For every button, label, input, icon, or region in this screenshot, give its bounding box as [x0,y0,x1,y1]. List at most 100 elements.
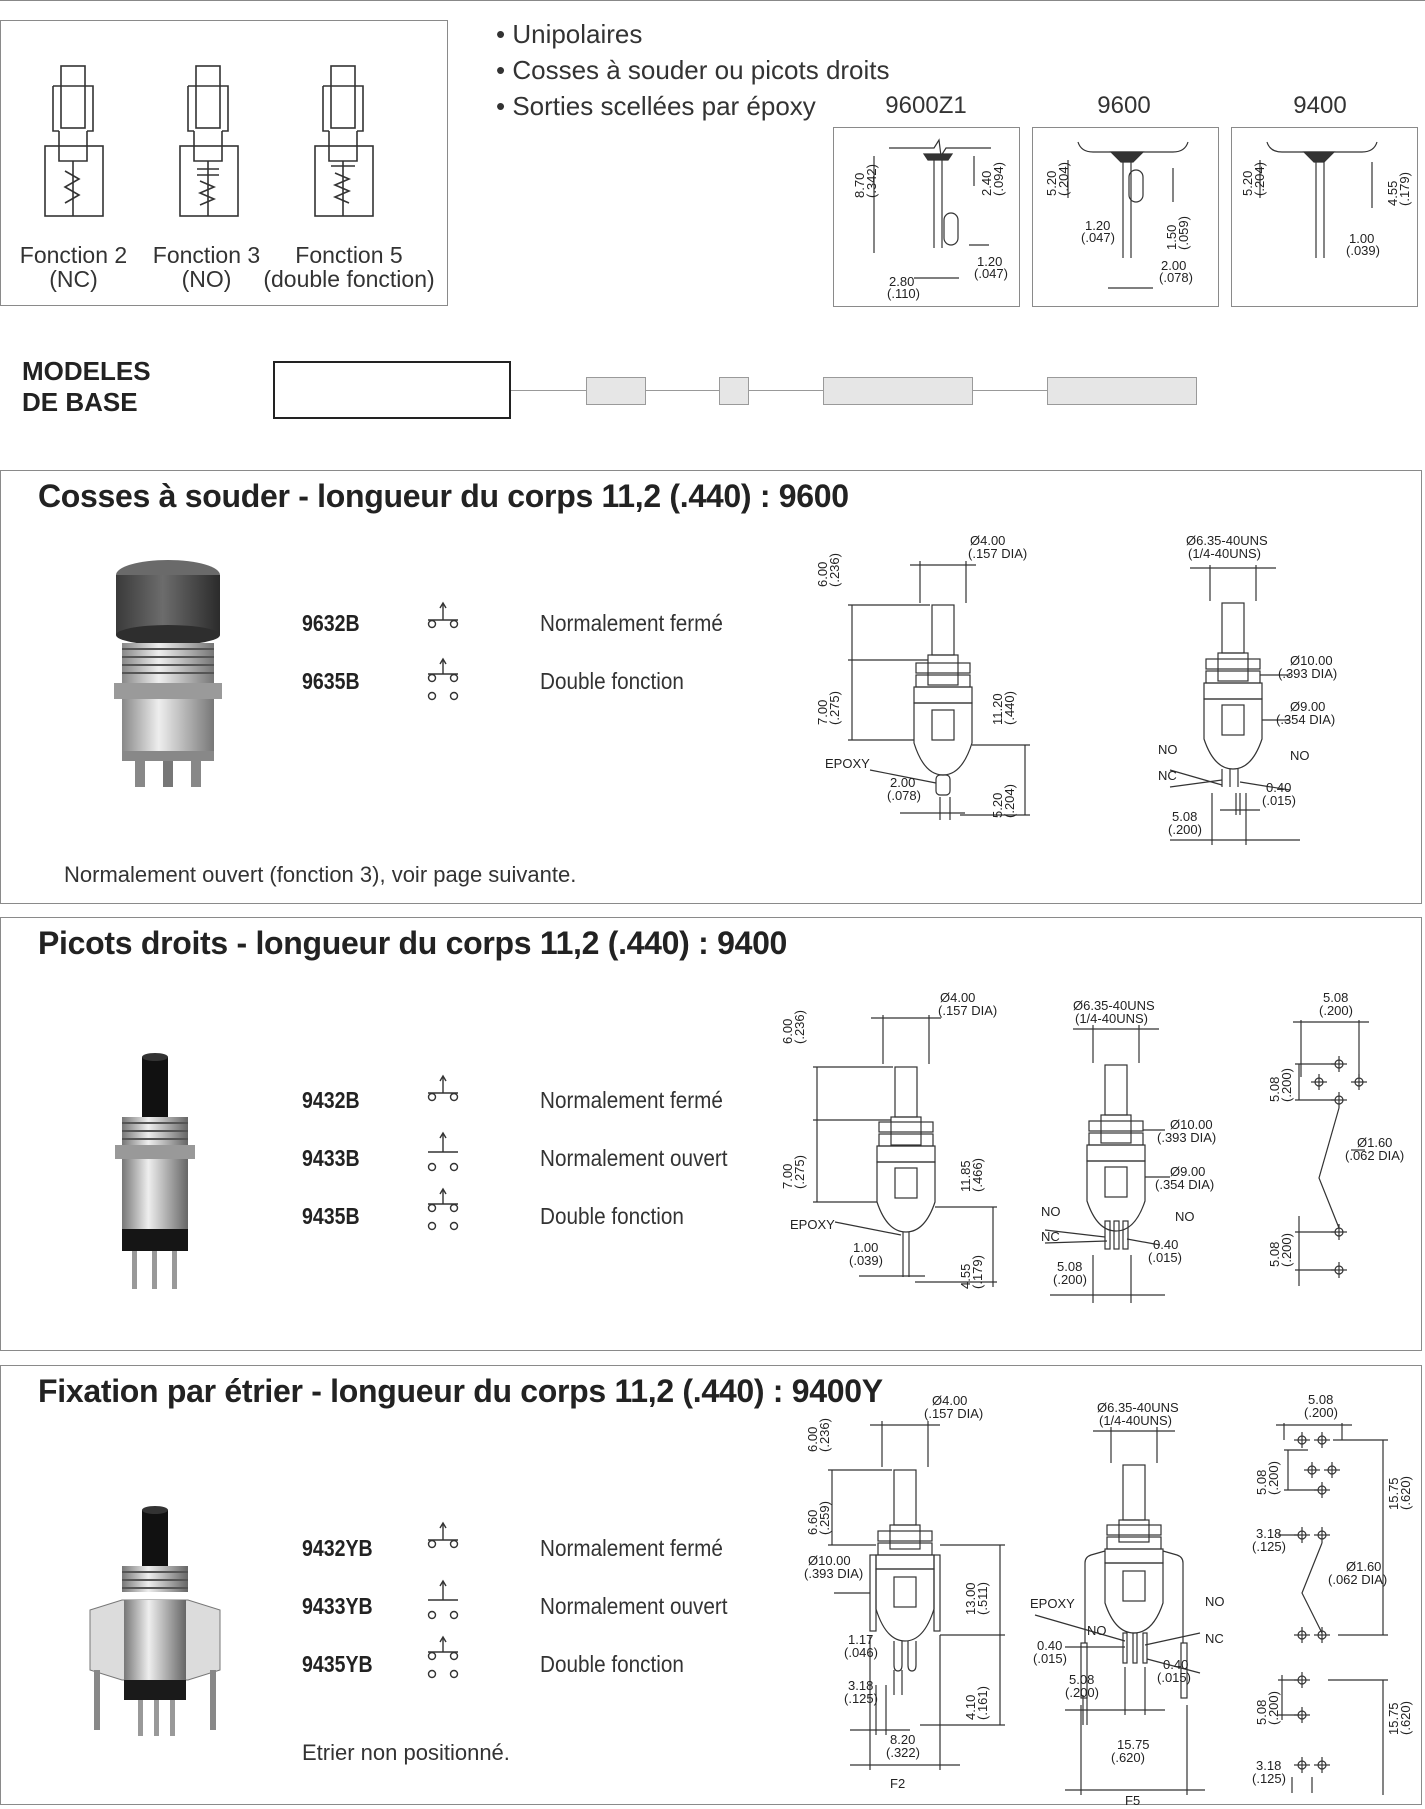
function-5-name: Fonction 5 [295,242,403,268]
dim-label: (.259) [817,1501,832,1535]
pin-9600-drawing: 5.20 (.204) 1.20 (.047) 1.50 (.059) 2.00… [1044,141,1193,289]
pin-variant-9600z1: 8.70 (.342) 2.40 (.094) 1.20 (.047) 2.80… [833,127,1020,307]
no-switch-symbol [427,1579,459,1620]
dim-label: (.204) [1056,162,1071,196]
section-note: Etrier non positionné. [302,1740,510,1765]
dim-label: (.157 DIA) [938,1003,997,1018]
model-description: Normalement ouvert [540,1593,728,1619]
product-photo-9400 [115,1053,195,1289]
dim-label: NC [1041,1229,1060,1244]
pin-variant-9400: 5.20 (.204) 4.55 (.179) 1.00 (.039) [1231,127,1418,307]
dim-label: (.200) [1266,1461,1281,1495]
dim-label: 2.40 [979,171,994,196]
no-switch-symbol [427,1131,459,1172]
dim-label: 7.00 [780,1164,795,1189]
model-description: Normalement fermé [540,610,723,636]
dim-label: (.157 DIA) [924,1406,983,1421]
model-code: 9635B [302,668,360,694]
dim-label: (.125) [1252,1771,1286,1786]
dim-label: (.204) [1252,162,1267,196]
dim-label: (1/4-40UNS) [1188,546,1261,561]
dim-label: (.620) [1398,1476,1413,1510]
dim-label: (.039) [1346,243,1380,258]
dim-label: 5.08 [1069,1672,1094,1687]
dim-label: NO [1087,1623,1107,1638]
bullet-item: • Sorties scellées par époxy [496,91,816,121]
dimension-drawing-front: Ø4.00 (.157 DIA) 6.00 (.236) 7.00 (.275)… [815,533,1030,820]
pin-variant-9600: 5.20 (.204) 1.20 (.047) 1.50 (.059) 2.00… [1032,127,1219,307]
dim-label: (.110) [887,286,920,301]
double-switch-symbol [427,1187,459,1231]
dim-label: Ø1.60 [1346,1559,1381,1574]
dim-label: F2 [890,1776,905,1791]
dimension-drawing-side: Ø6.35-40UNS (1/4-40UNS) Ø10.00 (.393 DIA… [1041,998,1216,1303]
model-description: Normalement fermé [540,1535,723,1561]
dim-label: F5 [1125,1793,1140,1808]
dim-label: Ø10.00 [808,1553,851,1568]
function-5-sub: (double fonction) [263,266,435,292]
dim-label: 5.08 [1254,1700,1269,1725]
dim-label: 4.55 [1385,181,1400,206]
pin-9400-drawing: 5.20 (.204) 4.55 (.179) 1.00 (.039) [1240,141,1412,258]
dim-label: (.354 DIA) [1276,712,1335,727]
dim-label: 4.55 [958,1264,973,1289]
dim-label: (.078) [1159,270,1193,285]
base-models-line1: MODELES [22,356,151,386]
dim-label: 1.00 [853,1240,878,1255]
dim-label: (.062 DIA) [1345,1148,1404,1163]
dim-label: (.161) [975,1686,990,1720]
nc-switch-symbol [427,1074,459,1102]
dim-label: 1.00 [1349,231,1374,246]
base-models-line2: DE BASE [22,387,138,417]
dimension-drawing-front: Ø4.00 (.157 DIA) 6.00 (.236) 6.60 (.259)… [804,1393,1005,1791]
product-photo-9600 [114,560,222,787]
dim-label: Ø1.60 [1357,1135,1392,1150]
dim-label: 5.08 [1267,1242,1282,1267]
dim-label: (.393 DIA) [1157,1130,1216,1145]
function-3-sub: (NO) [181,266,232,292]
dim-label: Ø4.00 [940,990,975,1005]
dim-label: 7.00 [815,700,830,725]
dim-label: (.620) [1398,1701,1413,1735]
product-photo-9400y [89,1506,221,1736]
pcb-layout-drawing: 5.08 (.200) 5.08 (.200) Ø1.60 (.062 DIA)… [1267,990,1404,1286]
dim-label: 5.08 [1254,1470,1269,1495]
dim-label: 6.60 [805,1510,820,1535]
dim-label: 2.00 [1161,258,1186,273]
dim-label: (.200) [1304,1405,1338,1420]
section-note: Normalement ouvert (fonction 3), voir pa… [64,862,577,887]
dim-label: (.200) [1168,822,1202,837]
dim-label: (.015) [1033,1651,1067,1666]
dim-label: NO [1041,1204,1061,1219]
dim-label: 0.40 [1163,1657,1188,1672]
pcb-layout-drawing: 5.08 (.200) 5.08 (.200) 15.75 (.620) 3.1… [1252,1392,1413,1795]
dim-label: (.236) [792,1010,807,1044]
dim-label: (.179) [970,1255,985,1289]
dim-label: (.039) [849,1253,883,1268]
function-3-label: Fonction 3 (NO) [144,243,269,291]
pin-variant-title: 9600 [1097,92,1151,119]
function-schematics [44,65,374,217]
dim-label: (.200) [1266,1691,1281,1725]
model-code: 9435B [302,1203,360,1229]
feature-bullets: • Unipolaires • Cosses à souder ou picot… [496,16,890,124]
dimension-drawing-side: Ø6.35-40UNS (1/4-40UNS) Ø10.00 (.393 DIA… [1158,533,1337,845]
dim-label: 6.00 [815,562,830,587]
model-code: 9435YB [302,1651,373,1677]
dim-label: NO [1290,748,1310,763]
dim-label: 1.50 [1164,225,1179,250]
dim-label: Ø9.00 [1170,1164,1205,1179]
dim-label: EPOXY [790,1217,835,1232]
dim-label: (.511) [975,1582,990,1615]
dim-label: (.342) [864,164,879,198]
dim-label: NO [1158,742,1178,757]
dim-label: (.393 DIA) [804,1566,863,1581]
dim-label: 5.08 [1308,1392,1333,1407]
function-5-label: Fonction 5 (double fonction) [259,243,439,291]
dim-label: (.275) [827,691,842,725]
dim-label: NO [1205,1594,1225,1609]
dim-label: (.078) [887,788,921,803]
dim-label: 8.70 [852,173,867,198]
function-2-sub: (NC) [49,266,98,292]
dim-label: 3.18 [1256,1526,1281,1541]
